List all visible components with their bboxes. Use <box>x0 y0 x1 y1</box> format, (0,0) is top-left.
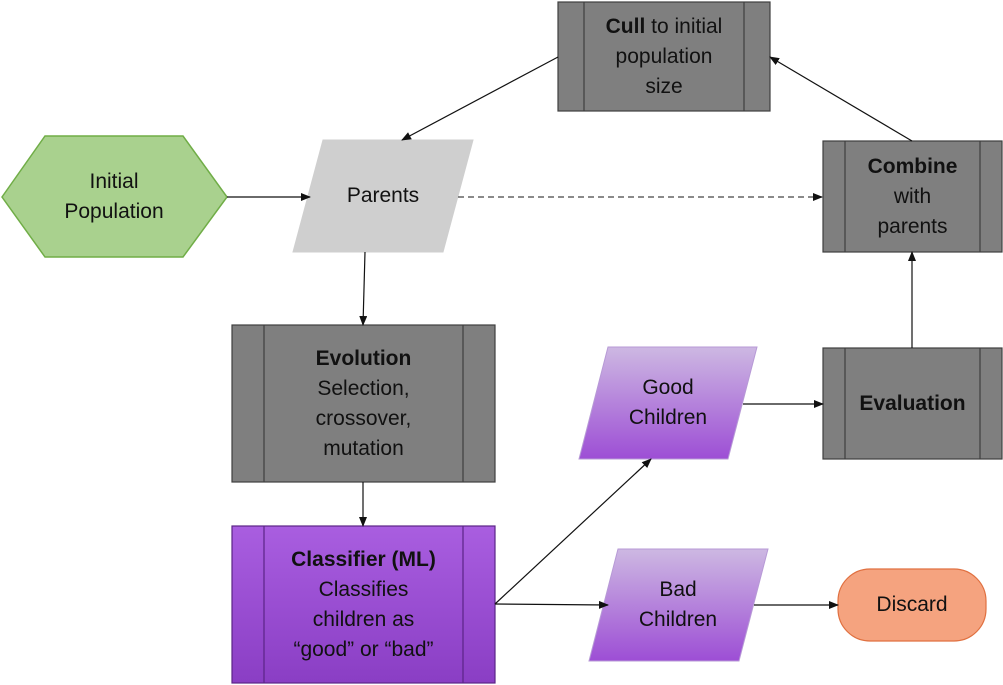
good-children-label: Good Children <box>593 347 743 459</box>
discard-label: Discard <box>838 569 986 641</box>
evolution-line4: mutation <box>323 436 404 460</box>
parents-text: Parents <box>346 184 420 207</box>
good-children-line1: Good <box>642 376 694 399</box>
discard-text: Discard <box>876 593 948 616</box>
cull-bold-text: Cull <box>605 14 646 38</box>
evaluation-label: Evaluation <box>845 348 980 459</box>
initial-population-label: Initial Population <box>45 136 183 257</box>
combine-label: Combine with parents <box>845 141 980 252</box>
good-children-line2: Children <box>628 406 708 429</box>
cull-line1-rest: to initial <box>645 14 723 38</box>
arrow-classifier-to-bad-children <box>494 600 609 609</box>
evolution-line3: crossover, <box>315 406 412 430</box>
classifier-label: Classifier (ML) Classifies children as “… <box>264 526 463 683</box>
bad-children-label: Bad Children <box>603 549 753 661</box>
classifier-line4: “good” or “bad” <box>293 637 434 661</box>
evaluation-process-shape <box>822 347 1003 460</box>
initial-population-line2: Population <box>64 199 164 223</box>
arrow-cull-to-parents <box>401 56 559 141</box>
classifier-process-shape <box>231 525 496 684</box>
cull-label: Cull to initial population size <box>584 2 744 111</box>
arrow-parents-to-evolution <box>359 251 368 326</box>
combine-bold-text: Combine <box>867 154 958 178</box>
parents-label: Parents <box>308 140 458 252</box>
bad-children-shape <box>588 548 769 662</box>
bad-children-line1: Bad <box>659 578 697 601</box>
evolution-label: Evolution Selection, crossover, mutation <box>264 325 463 482</box>
classifier-line2: Classifies <box>318 577 409 601</box>
parents-shape <box>292 139 474 253</box>
evaluation-bold-text: Evaluation <box>859 391 966 415</box>
evolution-bold-text: Evolution <box>315 346 412 370</box>
arrow-combine-to-cull <box>769 56 913 142</box>
cull-process-shape <box>557 1 771 112</box>
combine-line3: parents <box>877 214 948 238</box>
classifier-bold-text: Classifier (ML) <box>291 547 436 571</box>
arrow-classifier-to-good-children <box>494 458 652 605</box>
bad-children-line2: Children <box>638 608 718 631</box>
evolution-line2: Selection, <box>317 376 410 400</box>
good-children-shape <box>578 346 758 460</box>
cull-line2: population <box>615 44 713 68</box>
combine-line2: with <box>893 184 932 208</box>
cull-line3: size <box>645 74 683 98</box>
classifier-line3: children as <box>312 607 415 631</box>
initial-population-line1: Initial <box>89 169 139 193</box>
combine-process-shape <box>822 140 1003 253</box>
